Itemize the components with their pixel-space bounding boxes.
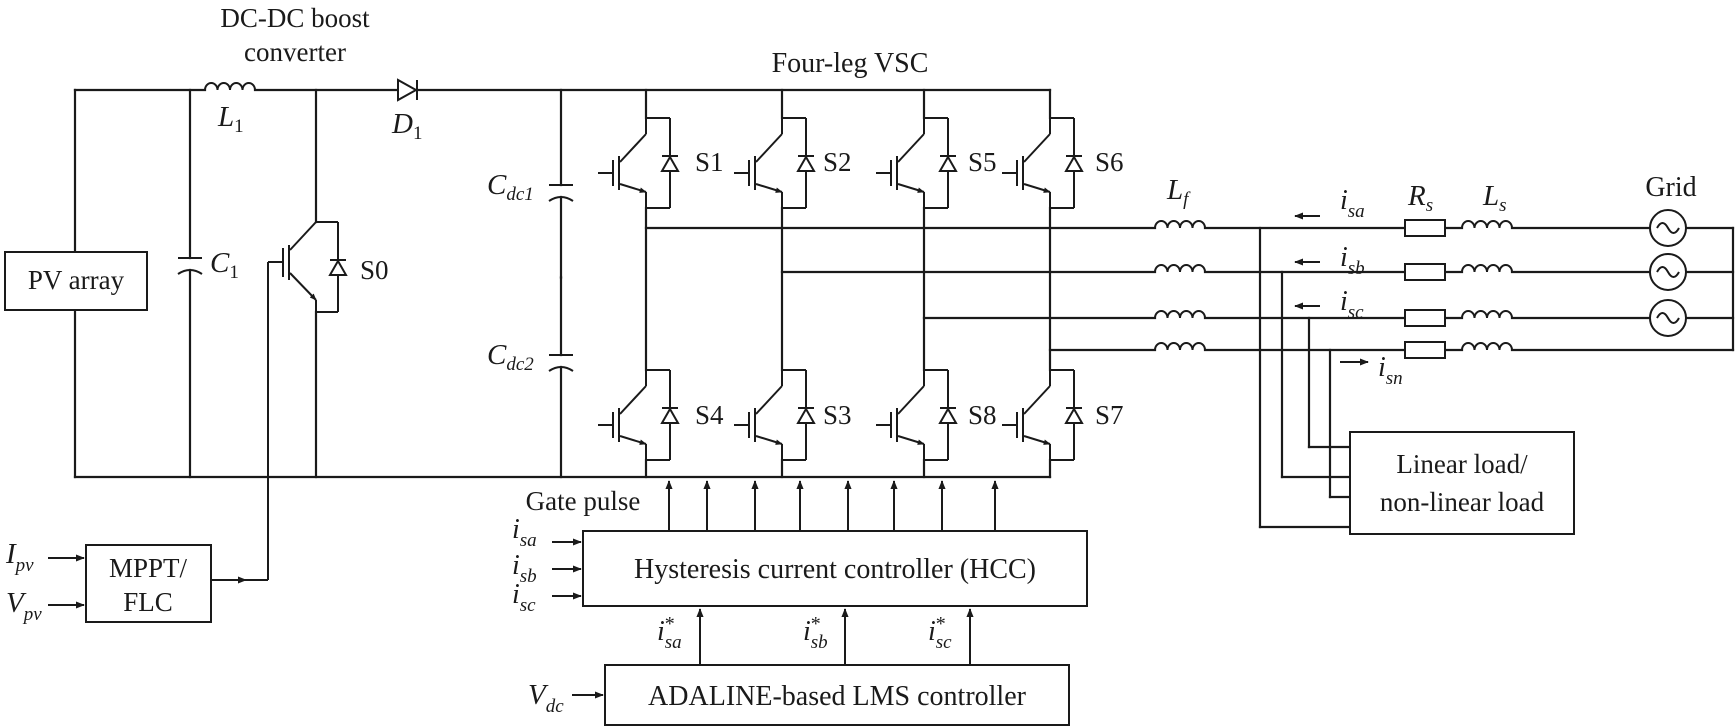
rs-resistor-icon bbox=[1404, 309, 1446, 327]
ipv-label: Ipv bbox=[5, 538, 34, 576]
load-wiring bbox=[1258, 226, 1352, 529]
switch-s4-label: S4 bbox=[695, 400, 724, 430]
switch-s1-label: S1 bbox=[695, 147, 724, 177]
rs-label: Rs bbox=[1407, 180, 1433, 216]
switch-s8-label: S8 bbox=[968, 400, 997, 430]
ls-label: Ls bbox=[1482, 180, 1507, 216]
isc-label-grid: isc bbox=[1340, 286, 1364, 323]
lf-inductor-icon bbox=[1154, 264, 1206, 273]
switch-s8-igbt-icon bbox=[876, 369, 958, 461]
load-label-line1: Linear load/ bbox=[1396, 449, 1528, 479]
lf-inductor-icon bbox=[1154, 310, 1206, 319]
switch-s5-label: S5 bbox=[968, 147, 997, 177]
switch-s6-igbt-icon bbox=[1002, 117, 1084, 209]
switch-s3-igbt-icon bbox=[734, 369, 816, 461]
switch-s7-label: S7 bbox=[1095, 400, 1124, 430]
gate-pulse-arrows bbox=[665, 480, 999, 531]
l1-label: L1 bbox=[217, 101, 244, 137]
isc-label-hcc: isc bbox=[512, 579, 536, 616]
cdc2-label: Cdc2 bbox=[487, 339, 534, 375]
lms-label: ADALINE-based LMS controller bbox=[648, 681, 1027, 712]
mppt-block: MPPT/ FLC bbox=[85, 544, 212, 623]
ac-source-icon bbox=[1649, 253, 1687, 291]
isa-ref-label: i*sa bbox=[657, 613, 682, 653]
lms-block: ADALINE-based LMS controller bbox=[604, 664, 1070, 726]
lf-inductor-icon bbox=[1154, 220, 1206, 229]
isb-label-grid: isb bbox=[1340, 242, 1365, 279]
grid-impedances bbox=[1404, 219, 1513, 359]
cdc1-label: Cdc1 bbox=[487, 169, 534, 205]
switch-s3-label: S3 bbox=[823, 400, 852, 430]
filter-inductors-lf bbox=[1154, 220, 1206, 351]
dc-link-capacitors bbox=[548, 88, 574, 479]
hcc-block: Hysteresis current controller (HCC) bbox=[582, 530, 1088, 607]
vdc-label: Vdc bbox=[528, 679, 564, 717]
hcc-label: Hysteresis current controller (HCC) bbox=[634, 554, 1036, 585]
inductor-l1-icon bbox=[204, 82, 256, 91]
isb-label-hcc: isb bbox=[512, 550, 537, 587]
dcdc-title-line1: DC-DC boost bbox=[220, 3, 370, 33]
switch-s7-igbt-icon bbox=[1002, 369, 1084, 461]
pv-array-label: PV array bbox=[28, 265, 125, 295]
isb-ref-label: i*sb bbox=[803, 613, 828, 653]
mppt-label-line2: FLC bbox=[123, 587, 173, 617]
mppt-arrows bbox=[48, 262, 269, 609]
current-arrows bbox=[1294, 212, 1369, 366]
s0-label: S0 bbox=[360, 255, 389, 285]
switch-s5-igbt-icon bbox=[876, 117, 958, 209]
capacitor-c1-icon bbox=[177, 257, 203, 275]
pv-array-block: PV array bbox=[4, 251, 148, 311]
ls-inductor-icon bbox=[1461, 264, 1513, 273]
ls-inductor-icon bbox=[1461, 220, 1513, 229]
mppt-label-line1: MPPT/ bbox=[109, 553, 188, 583]
rs-resistor-icon bbox=[1404, 263, 1446, 281]
ac-source-icon bbox=[1649, 209, 1687, 247]
reference-current-arrows bbox=[572, 608, 974, 699]
switch-s0-igbt-icon bbox=[268, 221, 348, 313]
d1-label: D1 bbox=[391, 108, 422, 144]
ls-inductor-icon bbox=[1461, 310, 1513, 319]
lf-label: Lf bbox=[1166, 174, 1191, 210]
isa-label-grid: isa bbox=[1340, 185, 1365, 222]
rs-resistor-icon bbox=[1404, 219, 1446, 237]
load-label-line2: non-linear load bbox=[1380, 487, 1545, 517]
switch-s2-label: S2 bbox=[823, 147, 852, 177]
grid-ac-sources bbox=[1649, 209, 1687, 337]
lf-inductor-icon bbox=[1154, 342, 1206, 351]
vsc-title: Four-leg VSC bbox=[772, 48, 929, 79]
vsc-output-wiring bbox=[644, 226, 1735, 352]
c1-label: C1 bbox=[210, 247, 239, 283]
switch-s2-igbt-icon bbox=[734, 117, 816, 209]
vpv-label: Vpv bbox=[6, 587, 42, 625]
gate-pulse-label: Gate pulse bbox=[526, 486, 641, 516]
switch-s6-label: S6 bbox=[1095, 147, 1124, 177]
isn-label-grid: isn bbox=[1378, 352, 1403, 389]
isc-ref-label: i*sc bbox=[928, 613, 952, 653]
switch-s1-igbt-icon bbox=[598, 117, 680, 209]
rs-resistor-icon bbox=[1404, 341, 1446, 359]
isa-label-hcc: isa bbox=[512, 514, 537, 551]
grid-label: Grid bbox=[1645, 172, 1696, 203]
load-block: Linear load/ non-linear load bbox=[1349, 431, 1575, 535]
dcdc-title-line2: converter bbox=[244, 37, 346, 67]
ls-inductor-icon bbox=[1461, 342, 1513, 351]
ac-source-icon bbox=[1649, 299, 1687, 337]
hcc-input-arrows bbox=[552, 538, 582, 600]
switch-s4-igbt-icon bbox=[598, 369, 680, 461]
diode-d1-icon bbox=[397, 78, 419, 102]
boost-converter-wiring bbox=[73, 88, 1052, 479]
